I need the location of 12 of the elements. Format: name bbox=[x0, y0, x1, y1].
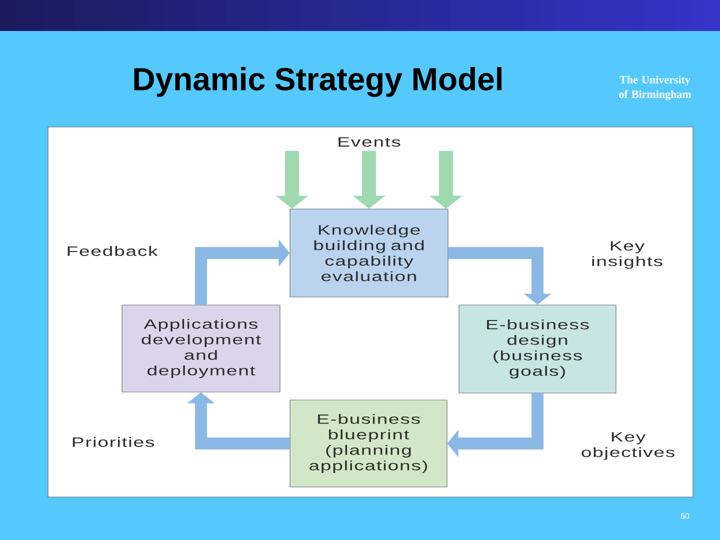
page-number: 60 bbox=[680, 513, 690, 519]
edge-label: Feedback bbox=[68, 246, 158, 256]
diagram-label: Events bbox=[338, 137, 400, 147]
edge-label: Key insights bbox=[592, 241, 662, 269]
process-box: E-business design (business goals) bbox=[458, 304, 616, 394]
process-box: Knowledge building and capability evaluation bbox=[290, 208, 448, 298]
edge-label: Priorities bbox=[72, 437, 154, 447]
process-box: E-business blueprint (planning applications) bbox=[290, 400, 448, 488]
slide-title: Dynamic Strategy Model bbox=[134, 67, 502, 97]
process-box: Applications development and deployment bbox=[122, 304, 280, 392]
institution-name: The University of Birmingham bbox=[619, 76, 692, 100]
edge-label: Key objectives bbox=[582, 432, 674, 460]
